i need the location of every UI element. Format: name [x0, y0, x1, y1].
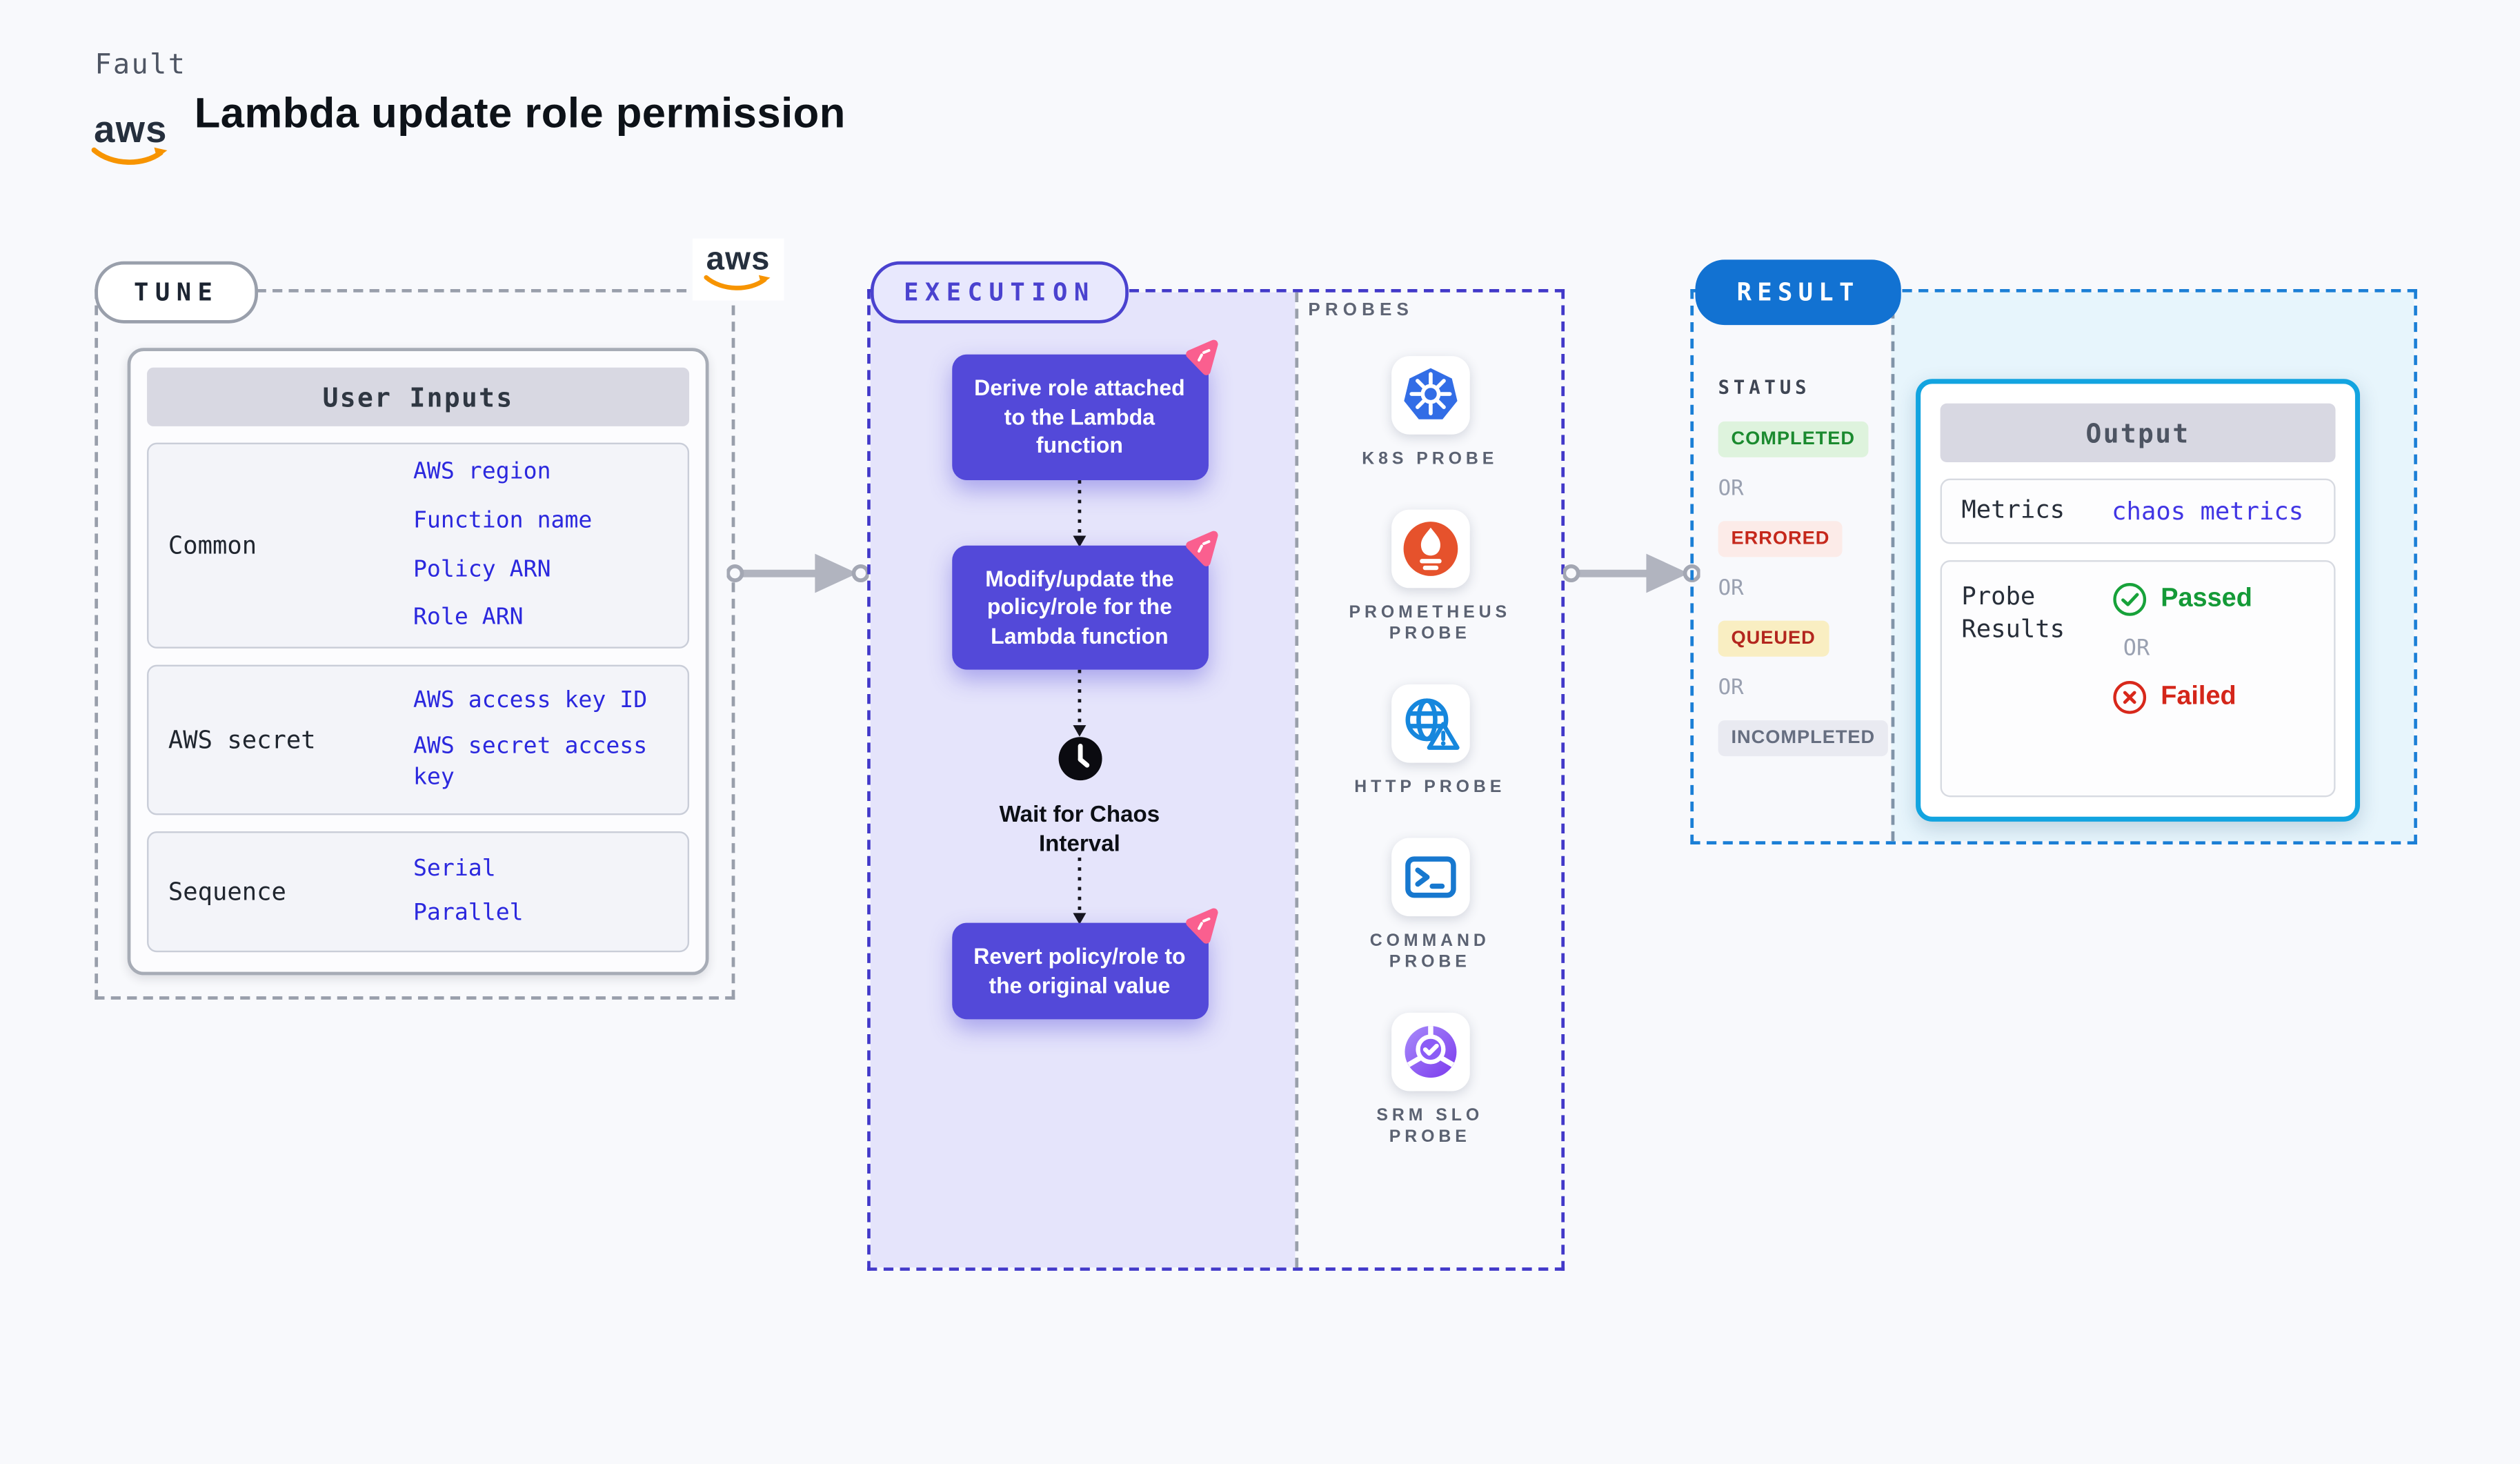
passed-outcome: Passed: [2112, 582, 2252, 617]
outcome-or-label: OR: [2123, 635, 2150, 662]
flow-connector-arrow: [1072, 479, 1086, 547]
probe-results-row: Probe Results Passed OR Faile: [1940, 560, 2336, 798]
group-label: Common: [168, 531, 257, 561]
flow-connector-arrow: [1072, 858, 1086, 925]
status-states: COMPLETED OR ERRORED OR QUEUED OR INCOMPLETED: [1718, 421, 1889, 757]
probe-item: PROMETHEUS PROBE: [1345, 509, 1515, 646]
group-label: AWS secret: [168, 725, 316, 755]
metrics-row: Metrics chaos metrics: [1940, 478, 2336, 544]
aws-logo-text: aws: [706, 241, 771, 278]
kubernetes-icon: [1390, 356, 1469, 435]
probe-label: HTTP PROBE: [1354, 777, 1506, 798]
clock-icon: [1056, 735, 1104, 791]
flow-step-text: Derive role attached to the Lambda funct…: [974, 375, 1185, 458]
probe-item: HTTP PROBE: [1345, 684, 1515, 799]
input-link[interactable]: AWS region: [413, 458, 551, 485]
chaos-pinwheel-icon: [1182, 528, 1222, 577]
status-badge: ERRORED: [1718, 521, 1843, 557]
probe-item: COMMAND PROBE: [1345, 838, 1515, 974]
flow-step-node: Modify/update the policy/role for the La…: [951, 530, 1218, 671]
chaos-metrics-link[interactable]: chaos metrics: [2112, 496, 2304, 526]
passed-label: Passed: [2161, 584, 2252, 613]
x-circle-icon: [2113, 681, 2147, 714]
probe-item: K8S PROBE: [1345, 356, 1515, 471]
user-inputs-header: User Inputs: [147, 367, 690, 426]
group-label: Sequence: [168, 877, 286, 907]
execution-badge: EXECUTION: [870, 261, 1129, 324]
probe-label: PROMETHEUS PROBE: [1349, 602, 1511, 644]
status-title: STATUS: [1718, 375, 1811, 399]
input-link[interactable]: AWS access key ID: [413, 688, 648, 714]
aws-logo-tune: aws: [692, 238, 784, 301]
flow-connector-arrow: [1072, 670, 1086, 738]
input-link[interactable]: Policy ARN: [413, 556, 551, 583]
probes-title: PROBES: [1308, 300, 1413, 321]
output-card: Output Metrics chaos metrics Probe Resul…: [1916, 379, 2361, 822]
probe-label: COMMAND PROBE: [1369, 931, 1490, 972]
http-probe-icon: [1390, 684, 1469, 763]
fault-eyebrow: Fault: [95, 49, 187, 82]
input-link[interactable]: Function name: [413, 507, 593, 534]
probe-results-label: Probe Results: [1961, 581, 2065, 643]
probe-outcomes: Passed OR Failed: [2112, 582, 2252, 779]
status-badge: INCOMPLETED: [1718, 720, 1889, 757]
prometheus-icon: [1390, 509, 1469, 588]
check-circle-icon: [2113, 583, 2147, 616]
input-link[interactable]: Role ARN: [413, 604, 524, 631]
execution-flow: Derive role attached to the Lambda funct…: [867, 339, 1292, 1020]
tune-to-execution-arrow: [726, 553, 869, 593]
status-or-label: OR: [1718, 576, 1744, 602]
flow-step-text: Modify/update the policy/role for the La…: [985, 566, 1174, 649]
page-title: Lambda update role permission: [194, 88, 846, 137]
status-column: STATUS COMPLETED OR ERRORED OR QUEUED OR INCOM…: [1718, 375, 1889, 757]
aws-smile-icon: [704, 275, 771, 290]
output-header: Output: [1940, 403, 2336, 463]
flow-step-node: Revert policy/role to the original value: [951, 909, 1218, 1020]
result-badge: RESULT: [1695, 259, 1901, 326]
probe-list: K8S PROBE PROMETHEUS PROBE HTTP PROBE COMMA…: [1295, 356, 1565, 1187]
status-badge: QUEUED: [1718, 620, 1829, 657]
failed-label: Failed: [2161, 682, 2236, 711]
wait-label: Wait for Chaos Interval: [999, 800, 1160, 856]
flow-step-node: Derive role attached to the Lambda funct…: [951, 339, 1218, 480]
execution-to-result-arrow: [1562, 553, 1700, 593]
wait-step: Wait for Chaos Interval: [982, 735, 1178, 858]
execution-probes-divider: [1295, 292, 1299, 1268]
probe-item: SRM SLO PROBE: [1345, 1012, 1515, 1149]
tune-badge: TUNE: [95, 261, 259, 324]
srm-slo-probe-icon: [1390, 1012, 1469, 1091]
aws-smile-icon: [91, 147, 168, 165]
input-link[interactable]: Parallel: [413, 900, 524, 927]
input-link[interactable]: AWS secret access key: [413, 733, 648, 791]
user-inputs-group: AWS secret AWS access key ID AWS secret ac…: [147, 664, 690, 815]
status-or-label: OR: [1718, 477, 1744, 502]
chaos-pinwheel-icon: [1182, 907, 1222, 956]
command-probe-icon: [1390, 838, 1469, 917]
input-link[interactable]: Serial: [413, 855, 496, 882]
probe-label: K8S PROBE: [1362, 449, 1498, 469]
aws-logo-text: aws: [94, 108, 168, 150]
failed-outcome: Failed: [2112, 680, 2252, 715]
tune-section-box: [95, 289, 735, 1000]
flow-step-text: Revert policy/role to the original value: [973, 944, 1186, 998]
group-items: AWS access key ID AWS secret access key: [413, 680, 668, 800]
status-or-label: OR: [1718, 676, 1744, 701]
chaos-pinwheel-icon: [1182, 338, 1222, 386]
status-badge: COMPLETED: [1718, 421, 1868, 457]
metrics-label: Metrics: [1961, 495, 2065, 525]
aws-logo: aws: [91, 108, 170, 166]
probe-label: SRM SLO PROBE: [1376, 1105, 1484, 1147]
